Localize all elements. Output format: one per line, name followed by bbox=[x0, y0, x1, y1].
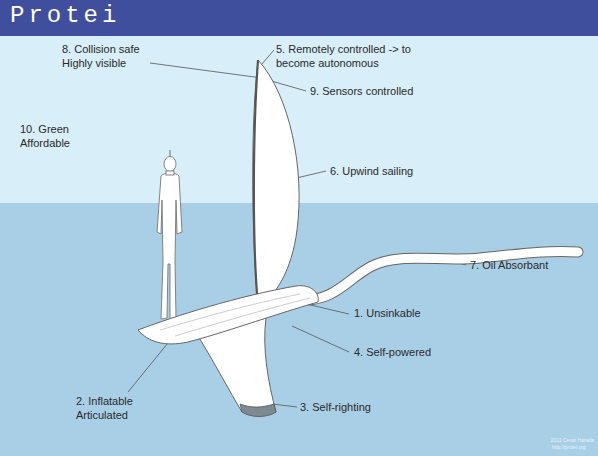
callout-label: 10. Green Affordable bbox=[20, 122, 86, 150]
callout-label: 8. Collision safe Highly visible bbox=[62, 42, 158, 70]
sail bbox=[253, 60, 299, 306]
person-figure bbox=[157, 157, 182, 320]
sky bbox=[0, 0, 598, 203]
callout-label: 2. Inflatable Articulated bbox=[76, 394, 152, 422]
page-title: Protei bbox=[10, 2, 120, 30]
absorbant-tail bbox=[300, 251, 578, 300]
callout-label: 7. Oil Absorbant bbox=[470, 258, 548, 272]
callout-label: 1. Unsinkable bbox=[354, 306, 421, 320]
callout-label: 5. Remotely controlled -> to become auto… bbox=[276, 42, 411, 70]
callout-label: 6. Upwind sailing bbox=[330, 164, 413, 178]
hull bbox=[138, 286, 318, 344]
credit-note: http://protei.org bbox=[552, 444, 586, 450]
leader-lines bbox=[128, 50, 466, 407]
callout-label: 9. Sensors controlled bbox=[310, 84, 413, 98]
callout-label: 4. Self-powered bbox=[354, 345, 431, 359]
title-bar bbox=[0, 0, 598, 36]
credit-note: 2011 Cesar Harada bbox=[551, 437, 594, 443]
callout-label: 3. Self-righting bbox=[300, 400, 371, 414]
